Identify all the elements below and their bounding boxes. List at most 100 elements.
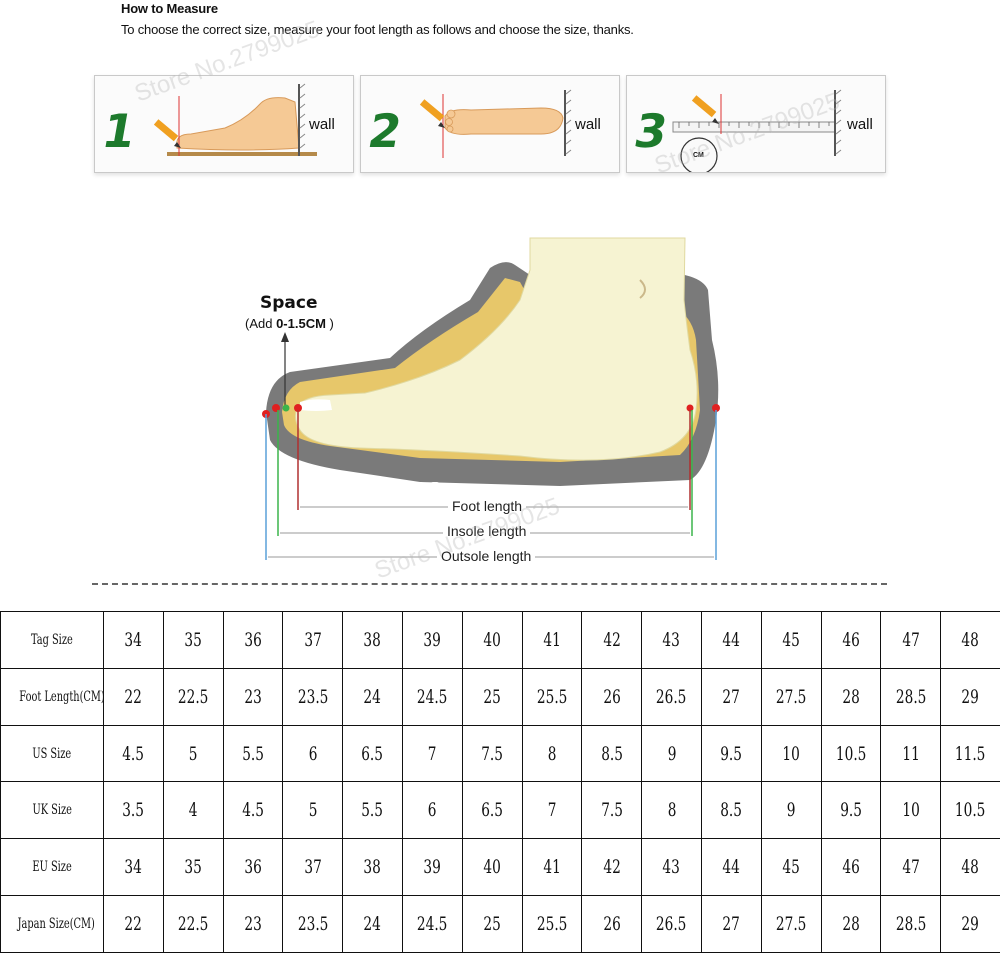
table-cell: 9 — [760, 781, 822, 840]
table-cell: 37 — [282, 611, 344, 669]
cell-value: 36 — [244, 856, 262, 879]
table-cell: 4.5 — [222, 781, 284, 840]
table-cell: 7 — [401, 724, 463, 783]
cell-value: 38 — [363, 856, 382, 879]
table-cell: 5 — [162, 724, 224, 783]
table-cell: 44 — [700, 611, 762, 669]
cell-value: 27.5 — [775, 913, 807, 936]
cell-value: 11 — [902, 742, 920, 765]
row-header-text: UK Size — [32, 802, 72, 819]
cell-value: 7 — [428, 742, 437, 765]
step-2-panel: 2 wall — [360, 75, 620, 173]
table-cell: 27.5 — [760, 667, 822, 726]
table-cell: 37 — [282, 838, 344, 897]
cell-value: 34 — [124, 628, 143, 651]
table-cell: 6.5 — [342, 724, 403, 783]
table-cell: 47 — [880, 838, 942, 897]
cell-value: 41 — [543, 628, 561, 651]
cell-value: 48 — [961, 856, 980, 879]
table-cell: 28 — [820, 667, 882, 726]
table-cell: 46 — [820, 611, 882, 669]
table-cell: 23.5 — [282, 667, 344, 726]
table-cell: 7 — [521, 781, 583, 840]
table-cell: 34 — [103, 611, 164, 669]
cell-value: 41 — [543, 856, 561, 879]
cell-value: 3.5 — [122, 799, 145, 822]
cell-value: 10.5 — [955, 799, 986, 822]
table-cell: 27 — [700, 667, 762, 726]
table-cell: 22 — [103, 667, 164, 726]
cell-value: 7.5 — [481, 742, 504, 765]
cell-value: 23 — [244, 913, 262, 936]
table-cell: 39 — [401, 838, 463, 897]
table-cell: 4.5 — [103, 724, 164, 783]
cell-value: 11.5 — [955, 742, 986, 765]
cell-value: 25 — [483, 685, 501, 708]
cell-value: 24.5 — [417, 685, 448, 708]
cell-value: 27 — [722, 685, 741, 708]
table-cell: 38 — [342, 838, 403, 897]
cell-value: 22 — [124, 685, 143, 708]
section-divider — [92, 583, 887, 585]
cell-value: 35 — [184, 628, 202, 651]
table-cell: 24.5 — [401, 895, 463, 953]
table-cell: 6 — [401, 781, 463, 840]
table-cell: 3.5 — [103, 781, 164, 840]
cell-value: 4.5 — [122, 742, 145, 765]
cell-value: 26 — [603, 913, 621, 936]
table-cell: 22.5 — [162, 895, 224, 953]
table-cell: 43 — [641, 838, 702, 897]
table-cell: 25.5 — [521, 667, 583, 726]
pencil-icon — [691, 95, 719, 124]
row-header-text: US Size — [32, 745, 72, 762]
cell-value: 43 — [662, 628, 681, 651]
table-cell: 11 — [880, 724, 942, 783]
table-cell: 25 — [461, 895, 523, 953]
table-cell: 24 — [342, 895, 403, 953]
table-cell: 40 — [461, 611, 523, 669]
table-cell: 29 — [940, 667, 1000, 726]
cell-value: 29 — [961, 685, 980, 708]
cell-value: 9.5 — [720, 742, 743, 765]
row-header-us-size: US Size — [0, 724, 104, 783]
cell-value: 35 — [184, 856, 202, 879]
table-cell: 34 — [103, 838, 164, 897]
outsole-length-label: Outsole length — [437, 548, 536, 564]
insole-length-label: Insole length — [443, 523, 531, 539]
table-cell: 8 — [641, 781, 702, 840]
cell-value: 6 — [308, 742, 318, 765]
table-cell: 10.5 — [940, 781, 1000, 840]
table-cell: 44 — [700, 838, 762, 897]
cell-value: 26.5 — [656, 685, 687, 708]
table-cell: 23 — [222, 895, 284, 953]
cell-value: 4.5 — [242, 799, 264, 822]
row-header-text: EU Size — [32, 859, 72, 876]
cell-value: 10 — [782, 742, 800, 765]
cell-value: 40 — [483, 856, 501, 879]
cell-value: 6 — [428, 799, 437, 822]
page-title: How to Measure — [121, 1, 218, 16]
cell-value: 23 — [244, 685, 262, 708]
table-cell: 8.5 — [700, 781, 762, 840]
step-3-illustration — [672, 89, 842, 172]
cell-value: 39 — [423, 628, 442, 651]
cell-value: 22.5 — [177, 913, 209, 936]
cell-value: 44 — [722, 628, 741, 651]
table-cell: 26 — [581, 895, 643, 953]
cell-value: 34 — [124, 856, 143, 879]
table-cell: 25 — [461, 667, 523, 726]
table-cell: 26 — [581, 667, 643, 726]
cell-value: 10.5 — [835, 742, 867, 765]
table-cell: 42 — [581, 838, 643, 897]
cell-value: 26.5 — [656, 913, 687, 936]
space-note: (Add 0-1.5CM ) — [245, 316, 334, 331]
cell-value: 43 — [662, 856, 681, 879]
table-cell: 5.5 — [222, 724, 284, 783]
table-cell: 24.5 — [401, 667, 463, 726]
cell-value: 46 — [842, 856, 860, 879]
space-note-suffix: ) — [325, 316, 334, 331]
table-cell: 29 — [940, 895, 1000, 953]
table-cell: 43 — [641, 611, 702, 669]
